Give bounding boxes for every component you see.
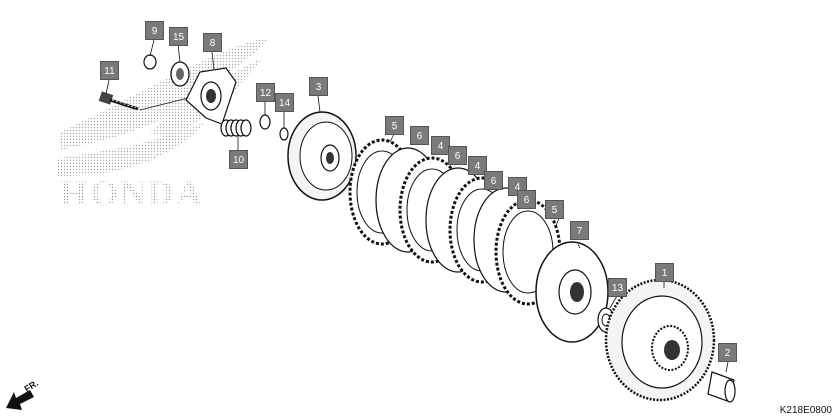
callout-14: 14 <box>275 93 294 112</box>
washer-part <box>279 127 289 141</box>
callout-10: 10 <box>229 150 248 169</box>
callout-6a: 6 <box>410 126 429 145</box>
drawing-code: K218E0800 <box>779 405 832 416</box>
callout-5b: 5 <box>545 200 564 219</box>
honda-watermark-text: HONDA <box>60 173 204 213</box>
callout-1: 1 <box>655 263 674 282</box>
clutch-spring-part <box>220 119 252 137</box>
clutch-center-part <box>535 241 609 343</box>
callout-6d: 6 <box>517 190 536 209</box>
pressure-plate-part <box>287 111 357 201</box>
callout-7: 7 <box>570 221 589 240</box>
callout-3: 3 <box>309 77 328 96</box>
clutch-outer-part <box>604 278 716 402</box>
callout-15: 15 <box>169 27 188 46</box>
callout-8: 8 <box>203 33 222 52</box>
front-direction-arrow-icon <box>6 390 34 410</box>
collar-part <box>707 371 736 403</box>
callout-5a: 5 <box>385 116 404 135</box>
callout-11: 11 <box>100 61 119 80</box>
callout-12: 12 <box>256 83 275 102</box>
clutch-disc-stack <box>348 138 562 306</box>
leader-lines <box>105 39 729 373</box>
callout-4a: 4 <box>431 136 450 155</box>
bolt-part <box>98 91 139 111</box>
lifter-plate-part <box>139 67 237 125</box>
callout-4b: 4 <box>468 156 487 175</box>
nut-part <box>259 114 271 130</box>
callout-6c: 6 <box>484 171 503 190</box>
bearing-part <box>170 61 190 87</box>
callout-9: 9 <box>145 21 164 40</box>
callout-6b: 6 <box>448 146 467 165</box>
cap-part <box>143 54 157 70</box>
callout-13: 13 <box>608 278 627 297</box>
callout-2: 2 <box>718 343 737 362</box>
